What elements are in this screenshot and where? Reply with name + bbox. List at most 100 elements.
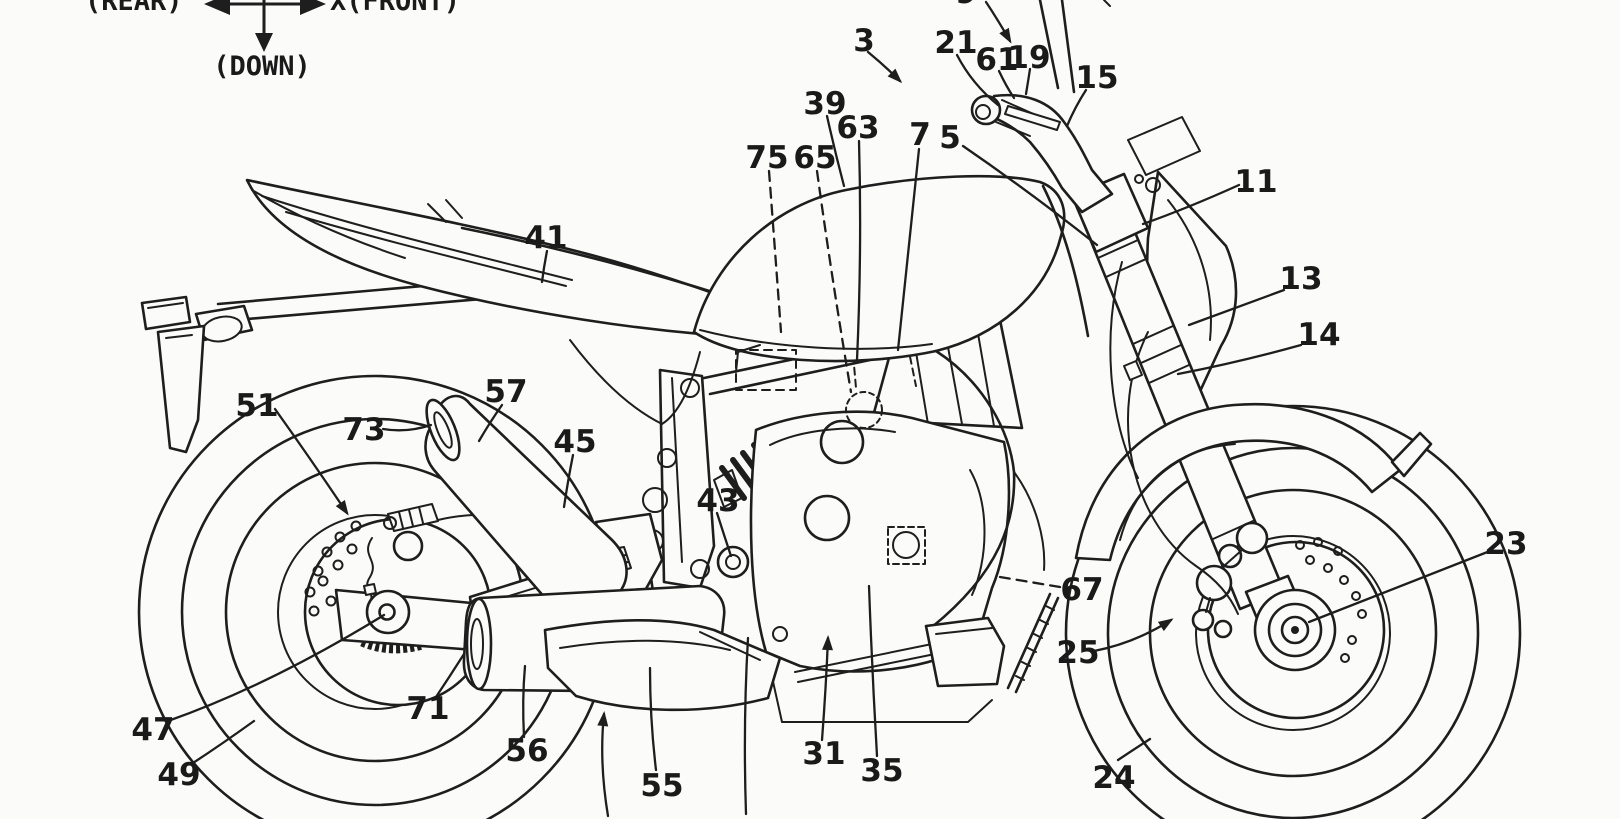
part-label-47: 47	[131, 712, 174, 748]
leader-line-23	[1307, 549, 1492, 624]
leader-line-71	[434, 652, 466, 699]
leader-line-51	[273, 407, 349, 515]
cut-leader-mark	[1103, 0, 1111, 7]
part-label-13: 13	[1279, 261, 1322, 297]
cable	[1109, 261, 1139, 479]
leader-line-47	[166, 613, 386, 723]
leader-lines	[166, 0, 1492, 818]
strut-hatching	[1015, 605, 1055, 681]
part-label-11: 11	[1234, 164, 1277, 200]
front-disc-holes	[1295, 537, 1367, 663]
front-fender	[1074, 402, 1433, 562]
rear-caliper	[387, 503, 439, 532]
leader-line-14	[1176, 343, 1303, 376]
part-label-65: 65	[793, 140, 836, 176]
part-label-56: 56	[505, 733, 548, 769]
part-label-3: 3	[853, 23, 875, 59]
leader-line-24	[1116, 737, 1152, 762]
axis-down-label: (DOWN)	[213, 51, 311, 82]
leader-line-19	[1024, 67, 1032, 96]
leader-line-73	[381, 423, 433, 432]
leader-line-13	[1187, 288, 1286, 327]
part-label-21: 21	[934, 25, 977, 61]
tail-cowl	[245, 178, 760, 340]
leader-line-61	[997, 69, 1016, 100]
leader-arrowhead-3	[887, 68, 903, 84]
part-label-5: 5	[939, 120, 961, 156]
axis-indicator: (REAR) X(FRONT) (DOWN)	[85, 0, 460, 82]
front-hub	[1253, 588, 1337, 672]
leader-line-15	[1065, 88, 1088, 128]
leader-line-7	[896, 147, 921, 352]
handlebar-assembly	[970, 0, 1239, 615]
part-label-45: 45	[553, 424, 596, 460]
leader-arrowhead-25	[1157, 618, 1174, 632]
leader-line-5	[961, 144, 1099, 247]
part-label-24: 24	[1092, 760, 1135, 796]
part-label-39: 39	[803, 86, 846, 122]
part-label-25: 25	[1056, 635, 1099, 671]
part-label-29-cut: 29	[588, 816, 631, 819]
leader-line-67	[998, 575, 1062, 589]
part-label-31: 31	[802, 736, 845, 772]
part-label-75: 75	[745, 140, 788, 176]
leader-arrowhead-31	[822, 635, 834, 651]
leader-line-43	[715, 511, 733, 558]
part-label-67: 67	[1060, 572, 1103, 608]
rear-reflector	[140, 295, 192, 331]
part-label-49: 49	[157, 757, 200, 793]
reflector-bracket	[1127, 116, 1201, 176]
leader-line-57	[477, 403, 504, 443]
leader-line-75	[767, 169, 783, 334]
part-label-63: 63	[836, 110, 879, 146]
rear-disc-holes	[304, 520, 362, 617]
leader-line-63	[855, 139, 862, 362]
muffler-cap	[465, 597, 493, 691]
part-label-71: 71	[406, 691, 449, 727]
rear-sprocket-chain	[360, 637, 424, 654]
part-label-15: 15	[1075, 60, 1118, 96]
front-strut	[1006, 592, 1060, 694]
part-label-55: 55	[640, 768, 683, 804]
part-label-14: 14	[1297, 317, 1340, 353]
leader-line-65	[815, 169, 853, 394]
side-cover	[569, 339, 701, 425]
leader-line-29	[601, 712, 610, 818]
hose-clip	[1123, 360, 1143, 381]
axis-down-arrowhead	[255, 33, 273, 52]
leader-line-41	[540, 249, 549, 284]
leader-line-11	[1141, 183, 1241, 226]
part-label-61: 61	[975, 42, 1018, 78]
lower-cowl	[543, 618, 782, 712]
tail-section	[140, 178, 760, 454]
part-label-51: 51	[235, 388, 278, 424]
fender-tip	[1390, 431, 1433, 478]
leader-line-53	[743, 636, 750, 816]
front-caliper	[1191, 521, 1269, 639]
leader-line-55	[648, 666, 658, 772]
pivot-bolt	[716, 545, 750, 579]
leader-line-35	[867, 584, 879, 758]
lower-pipe	[794, 643, 936, 683]
axis-front-arrowhead	[300, 0, 326, 15]
axis-rear-label: (REAR)	[85, 0, 183, 17]
leader-arrowhead-29	[597, 711, 609, 727]
pivot-plate	[658, 368, 716, 590]
part-label-23: 23	[1484, 526, 1527, 562]
leader-line-39	[825, 114, 846, 188]
part-label-7: 7	[909, 117, 931, 153]
leader-line-45	[562, 453, 575, 509]
axis-front-label: X(FRONT)	[330, 0, 460, 17]
front-brake-hose	[1127, 331, 1239, 615]
dashed-rectangle-75	[735, 349, 797, 391]
part-label-57: 57	[484, 374, 527, 410]
part-label-35: 35	[860, 753, 903, 789]
mud-flap	[156, 324, 206, 454]
part-label-43: 43	[696, 483, 739, 519]
leader-line-49	[191, 719, 256, 765]
rear-axle	[365, 589, 411, 635]
part-label-9-cut: 9	[955, 0, 977, 11]
